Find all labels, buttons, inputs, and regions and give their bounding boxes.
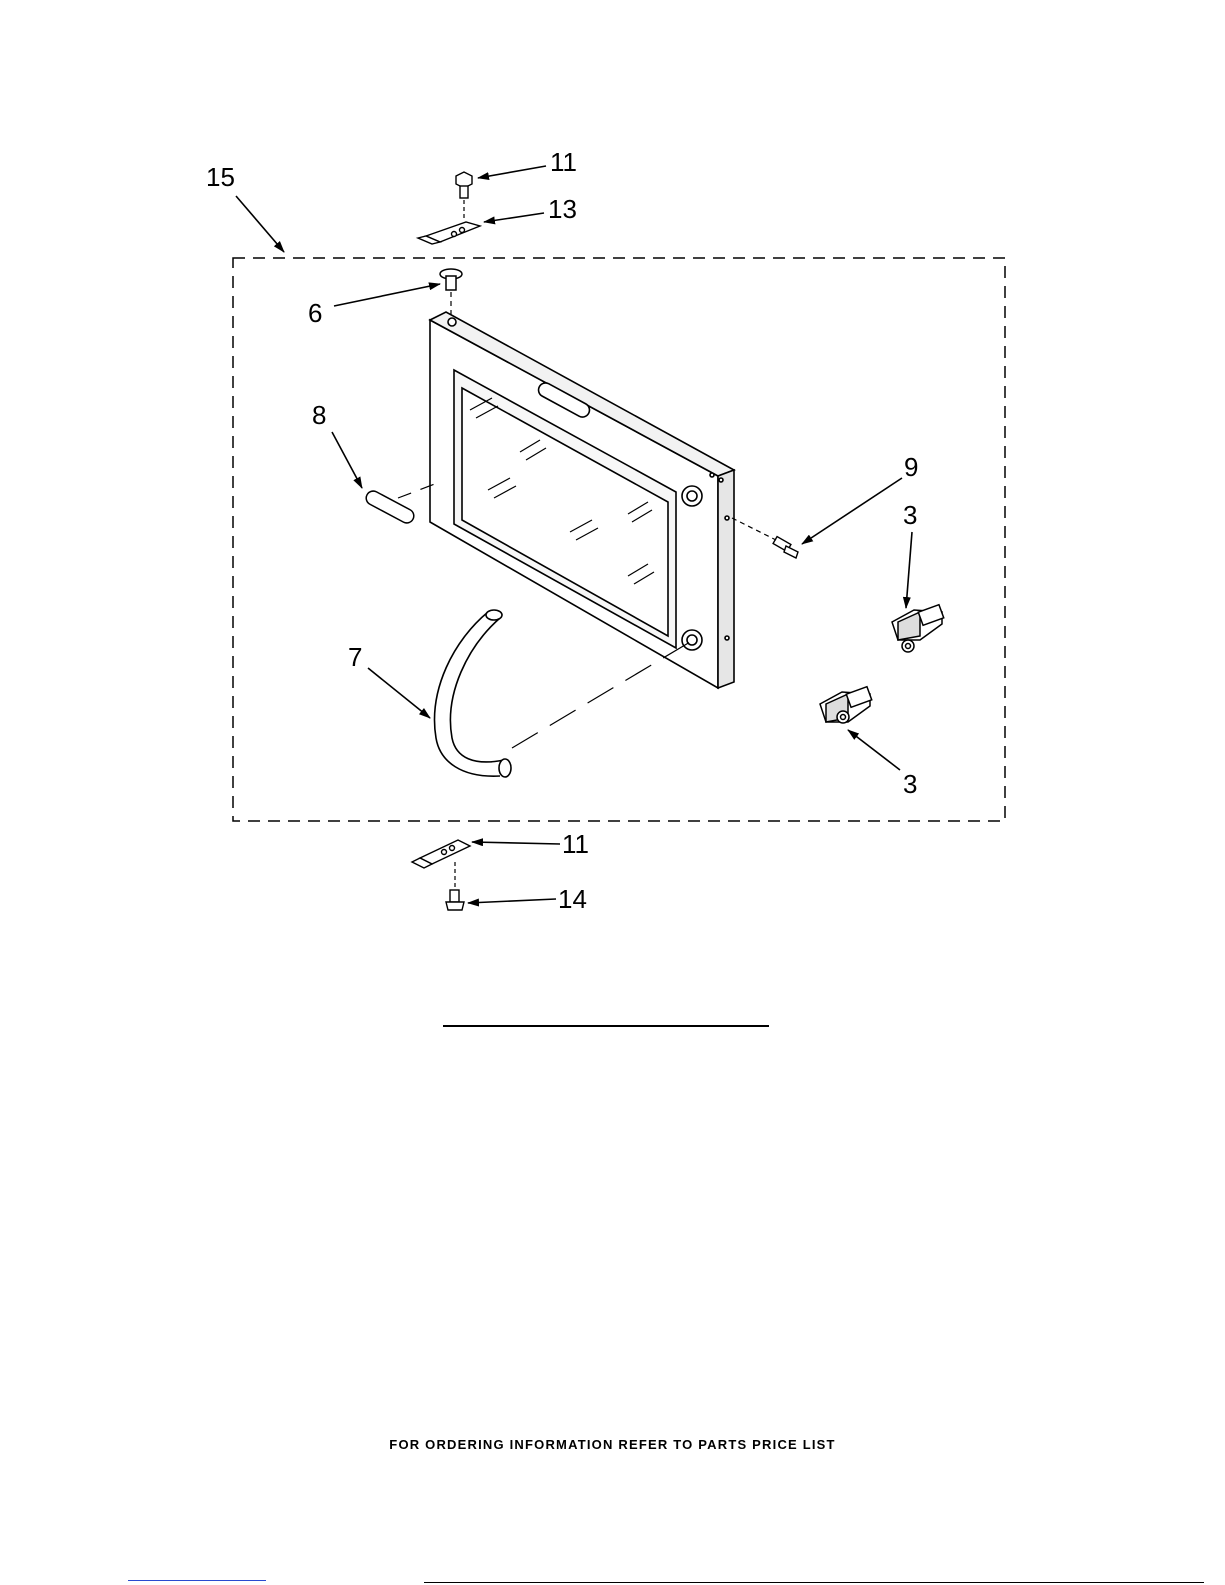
- bottom-rule: [424, 1582, 1204, 1583]
- callout-11-top: 11: [550, 147, 577, 177]
- section-divider: [443, 1025, 769, 1027]
- leader-3-lower: [848, 730, 900, 770]
- top-bracket-part: [418, 222, 480, 244]
- door-frame-part: [430, 312, 734, 688]
- bottom-bracket-part: [412, 840, 470, 868]
- side-screw-part: [773, 537, 798, 558]
- ordering-note: FOR ORDERING INFORMATION REFER TO PARTS …: [0, 1437, 1225, 1452]
- callout-15: 15: [206, 162, 235, 192]
- leader-15: [236, 196, 284, 252]
- callout-7: 7: [348, 642, 362, 672]
- callout-13: 13: [548, 194, 577, 224]
- callout-11-bottom: 11: [562, 829, 589, 859]
- leader-8: [332, 432, 362, 488]
- bottom-link-rule: [128, 1580, 266, 1581]
- handle-alignment-line: [512, 642, 690, 748]
- pin-part: [440, 269, 462, 290]
- top-screw-part: [456, 172, 472, 198]
- leader-7: [368, 668, 430, 718]
- leader-11-top: [478, 166, 546, 178]
- callout-9: 9: [904, 452, 918, 482]
- leader-11-bottom: [472, 842, 560, 844]
- latch-lower-part: [820, 687, 872, 723]
- bottom-screw-part: [446, 890, 464, 910]
- leader-3-upper: [906, 532, 912, 608]
- callout-3-lower: 3: [903, 769, 917, 799]
- screw-alignment-line: [732, 518, 776, 540]
- leader-13: [484, 213, 544, 222]
- callout-3-upper: 3: [903, 500, 917, 530]
- leader-6: [334, 284, 440, 306]
- callout-8: 8: [312, 400, 326, 430]
- leader-9: [802, 478, 902, 544]
- callout-6: 6: [308, 298, 322, 328]
- handle-part: [435, 610, 511, 777]
- leader-14: [468, 899, 556, 903]
- latch-upper-part: [892, 605, 944, 652]
- callout-14: 14: [558, 884, 587, 914]
